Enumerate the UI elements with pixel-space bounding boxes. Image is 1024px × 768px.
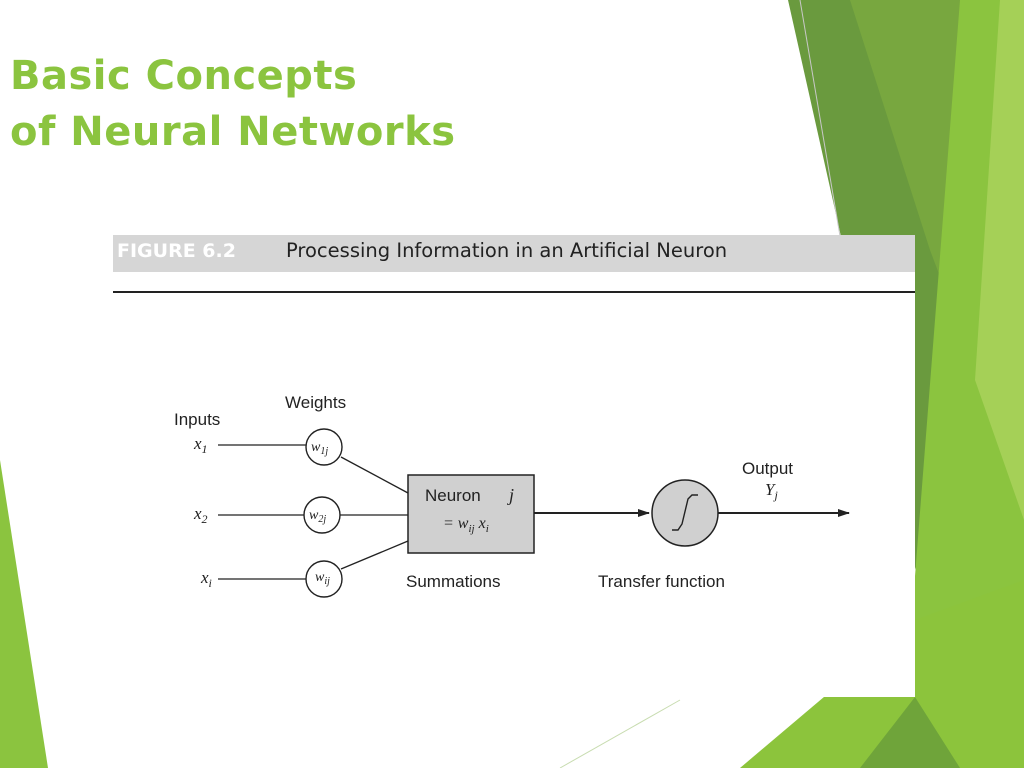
figure-rule	[113, 291, 915, 293]
output-symbol: Yj	[765, 480, 778, 502]
input-x2: x2	[193, 504, 208, 526]
green-facet-bright	[975, 0, 1024, 520]
transfer-function-label: Transfer function	[598, 572, 725, 591]
connector-1	[340, 456, 409, 494]
connector-i	[340, 540, 409, 570]
slide-title-line-1: Basic Concepts	[10, 53, 358, 99]
figure-header: FIGURE 6.2 Processing Information in an …	[113, 235, 915, 272]
thin-line-2	[799, 0, 841, 237]
weight-node-1	[305, 428, 343, 466]
neuron-box	[407, 474, 535, 554]
neuron-index: j	[507, 485, 514, 505]
neuron-label: Neuron	[425, 486, 481, 505]
neuron-formula: = wij xi	[443, 515, 489, 535]
slide-title: Basic Concepts of Neural Networks	[10, 48, 456, 160]
neuron-diagram: Weights Inputs x1 x2 xi w1j w2j wij Neur…	[174, 393, 850, 598]
thin-line	[559, 699, 681, 768]
slide-title-line-2: of Neural Networks	[10, 109, 456, 155]
weight-node-i	[305, 560, 343, 598]
summations-label: Summations	[406, 572, 500, 591]
figure-label: FIGURE 6.2	[117, 240, 236, 262]
green-facet-left	[0, 460, 48, 768]
green-facet-bottom-dark	[860, 697, 960, 768]
weights-label: Weights	[285, 393, 346, 412]
figure-panel: FIGURE 6.2 Processing Information in an …	[113, 235, 915, 697]
figure-title: Processing Information in an Artificial …	[286, 239, 728, 262]
input-x1: x1	[193, 434, 208, 456]
sigmoid-icon	[672, 494, 698, 531]
input-xi: xi	[200, 568, 212, 590]
inputs-label: Inputs	[174, 410, 220, 429]
output-label: Output	[742, 459, 793, 478]
